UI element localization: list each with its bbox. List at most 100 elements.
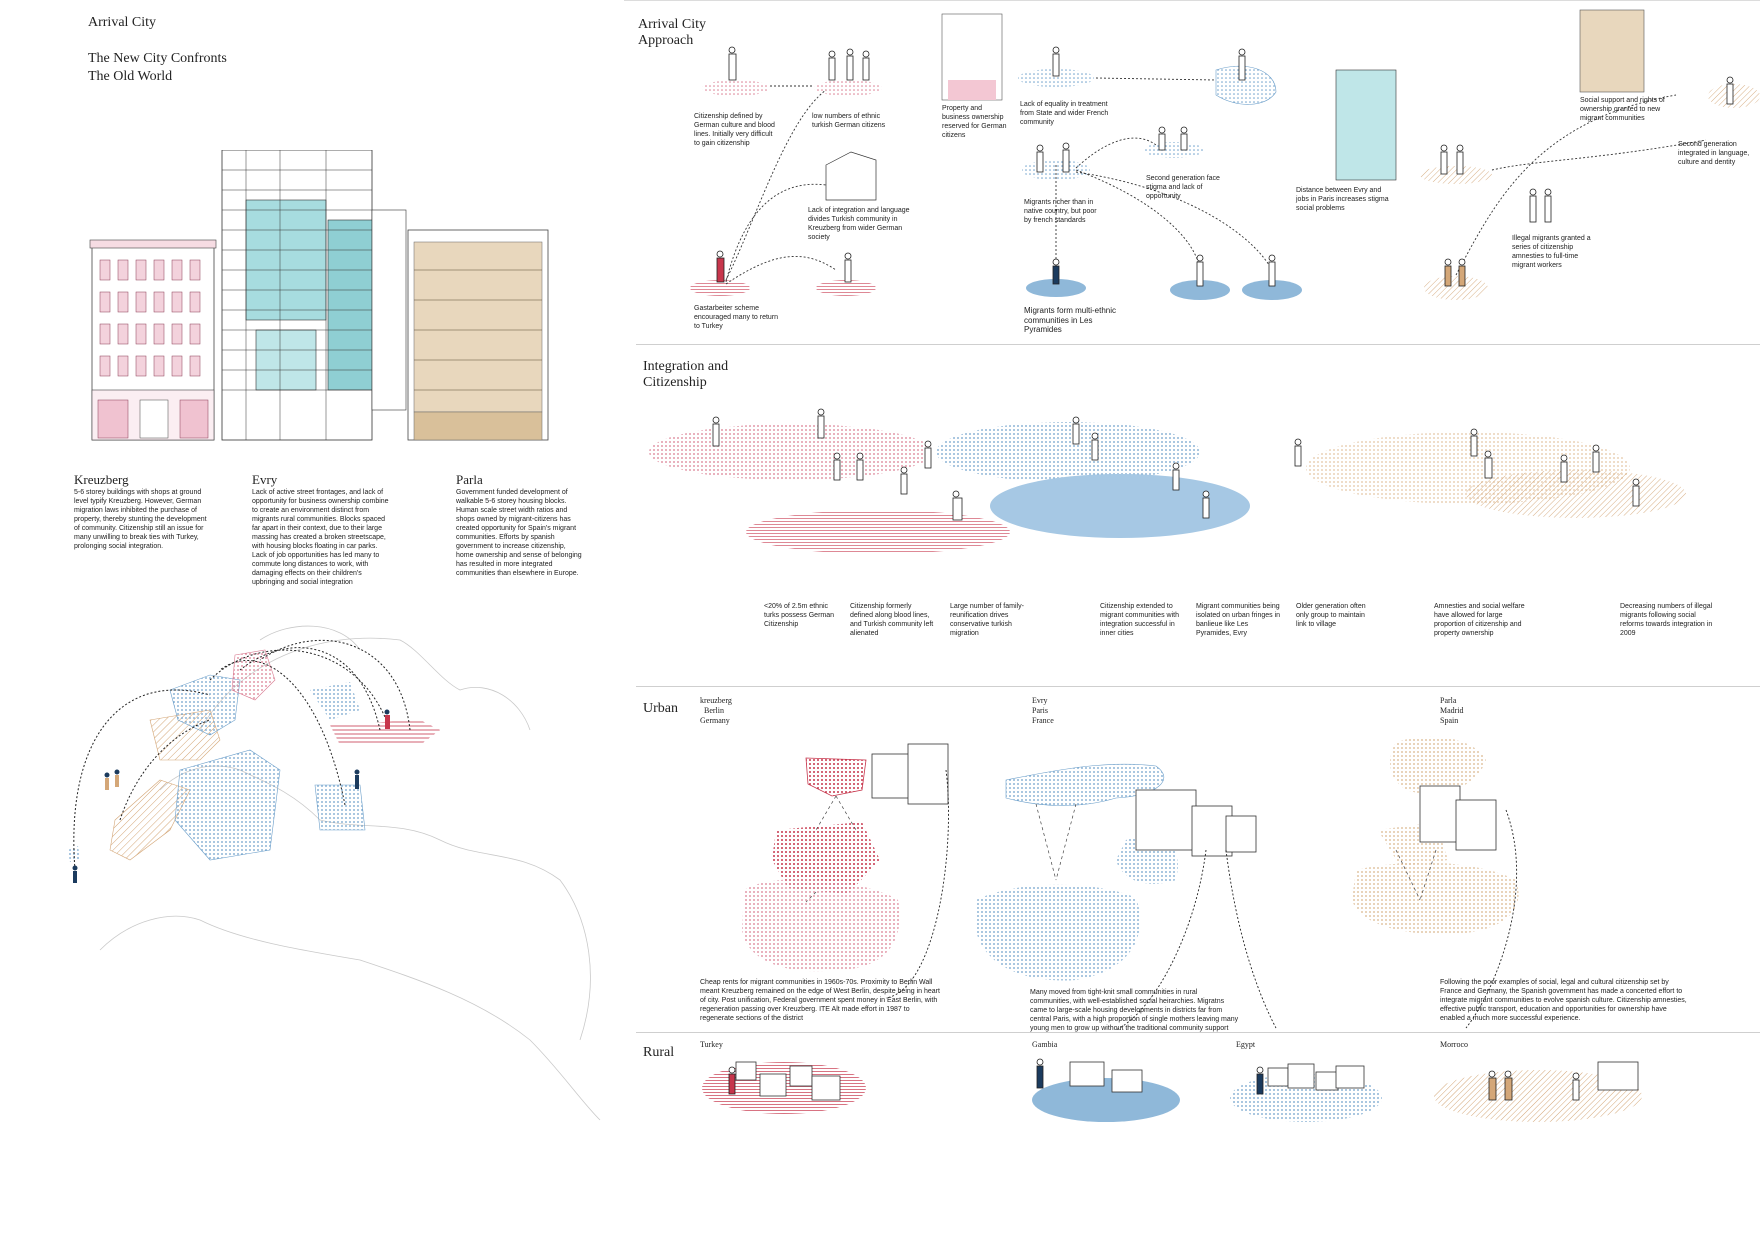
page-title: Arrival City [88, 15, 157, 30]
syria-region [310, 682, 360, 720]
urban-place-2-line1: Evry [1032, 696, 1048, 705]
fr-pool-2 [1215, 65, 1277, 105]
de-pool-2 [814, 80, 882, 96]
approach-heading-2: Approach [638, 33, 694, 48]
page-subtitle-2: The Old World [88, 69, 173, 84]
integration-figures [712, 408, 1640, 521]
parla-description: Government funded development of walkabl… [456, 489, 582, 577]
int-note-2: Citizenship formerly defined along blood… [850, 603, 934, 637]
urban-place-2-line3: France [1032, 716, 1054, 725]
top-rule [624, 0, 1760, 1]
rural-place-gambia: Gambia [1032, 1040, 1058, 1049]
de-pool-1 [702, 80, 770, 96]
urban-heading: Urban [643, 701, 678, 716]
note-fr-distance: Distance between Evry and jobs in Paris … [1296, 187, 1389, 212]
urban-place-1-line2: Berlin [704, 706, 724, 715]
fr-pool-multi [1026, 279, 1086, 297]
urban-place-3-line3: Spain [1440, 716, 1459, 725]
evry-label: Evry [252, 472, 278, 487]
urban-diagram [742, 736, 1519, 1031]
urban-text-2: Many moved from tight-knit small communi… [1030, 989, 1239, 1032]
fr-tower-sketch [1335, 69, 1397, 181]
fr-pool-4 [1144, 142, 1204, 158]
turkey-region [330, 720, 440, 745]
urban-fr-dashed [1035, 803, 1077, 881]
es-building-sketch [1579, 9, 1645, 93]
de-housing-sketch [825, 151, 877, 201]
de-building-shop [948, 80, 996, 100]
morocco-region [109, 779, 191, 861]
algeria-region [174, 749, 281, 861]
note-es-second: Second generation integrated in language… [1678, 141, 1750, 166]
urban-es-dashed [1395, 849, 1437, 901]
note-fr-equality: Lack of equality in treatment from State… [1020, 101, 1109, 126]
fr-pool-5 [1170, 280, 1230, 300]
urban-text-1: Cheap rents for migrant communities in 1… [700, 979, 940, 1022]
int-note-5: Migrant communities being isolated on ur… [1196, 603, 1281, 637]
evry-description: Lack of active street frontages, and lac… [252, 489, 389, 586]
migration-arcs [73, 639, 411, 871]
rural-heading: Rural [643, 1045, 675, 1060]
note-de-citizenship: Citizenship defined by German culture an… [694, 113, 775, 147]
fr-pool-6 [1242, 280, 1302, 300]
de-integration-pool-1 [649, 424, 933, 480]
parla-building [407, 229, 549, 441]
evry-buildings-sketch [1135, 789, 1257, 857]
fr-integration-pool-2 [990, 474, 1250, 538]
integration-heading-2: Citizenship [643, 375, 707, 390]
note-fr-second: Second generation face stigma and lack o… [1146, 175, 1220, 200]
urban-place-1-line1: kreuzberg [700, 696, 732, 705]
int-note-7: Amnesties and social welfare have allowe… [1434, 603, 1525, 637]
int-note-1: <20% of 2.5m ethnic turks possess German… [764, 603, 835, 628]
de-integration-pool-2 [746, 510, 1010, 554]
evry-building [221, 150, 407, 441]
rural-place-turkey: Turkey [700, 1040, 723, 1049]
morocco-village-pool [1434, 1070, 1642, 1122]
rural-place-morocco: Morroco [1440, 1040, 1468, 1049]
gambia-region [68, 846, 80, 862]
note-es-illegal: Illegal migrants granted a series of cit… [1512, 235, 1591, 269]
urban-place-2: Evry Paris France [1032, 696, 1054, 726]
parla-buildings-sketch [1419, 785, 1497, 851]
map-people [72, 709, 390, 883]
note-de-low: low numbers of ethnic turkish German cit… [812, 113, 886, 129]
egypt-region [314, 784, 366, 831]
approach-heading-1: Arrival City [638, 17, 707, 32]
gambia-village-pool [1032, 1078, 1180, 1122]
int-note-4: Citizenship extended to migrant communit… [1100, 603, 1179, 637]
rural-place-egypt: Egypt [1236, 1040, 1256, 1049]
urban-place-3: Parla Madrid Spain [1440, 696, 1464, 726]
berlin-city-shape [772, 822, 880, 894]
int-note-8: Decreasing numbers of illegal migrants f… [1620, 603, 1713, 637]
note-fr-richer: Migrants richer than in native country, … [1024, 199, 1097, 224]
france-region [169, 674, 241, 736]
note-fr-multi: Migrants form multi-ethnic communities i… [1024, 306, 1117, 334]
urban-place-3-line1: Parla [1440, 696, 1457, 705]
rule-rural [636, 1032, 1760, 1033]
approach-connectors [725, 77, 1707, 285]
es-pool-3 [1424, 276, 1488, 300]
kreuzberg-district-shape [805, 757, 867, 797]
germany-country-shape [742, 879, 900, 972]
parla-label: Parla [456, 472, 483, 487]
es-pool-1 [1420, 166, 1492, 184]
fr-pool-1 [1018, 69, 1094, 87]
building-drawings [89, 150, 549, 441]
spain-country-shape [1352, 862, 1519, 935]
urban-de-dashed [805, 795, 857, 903]
integration-heading-1: Integration and [643, 359, 729, 374]
urban-place-2-line2: Paris [1032, 706, 1048, 715]
approach-diagram [690, 9, 1760, 300]
paris-region-shape [1005, 763, 1165, 806]
kreuzberg-buildings-sketch [871, 743, 949, 805]
int-note-6: Older generation often only group to mai… [1296, 603, 1366, 628]
urban-text-3: Following the poor examples of social, l… [1440, 979, 1687, 1022]
rule-urban [636, 686, 1760, 687]
madrid-region-shape [1390, 736, 1486, 794]
urban-place-1: kreuzberg Berlin Germany [700, 696, 732, 726]
rule-integration [636, 344, 1760, 345]
note-de-integration: Lack of integration and language divides… [808, 207, 910, 241]
note-de-gast: Gastarbeiter scheme encouraged many to r… [694, 305, 779, 330]
rural-diagram [702, 1058, 1642, 1122]
france-country-shape [976, 884, 1141, 981]
